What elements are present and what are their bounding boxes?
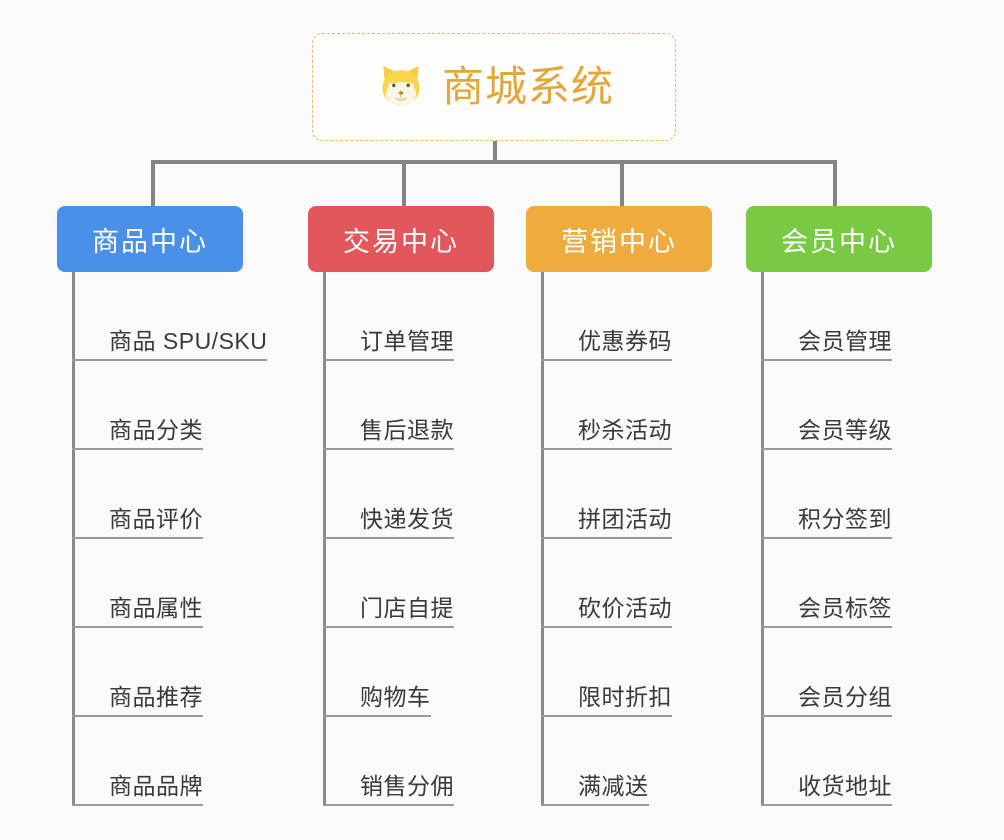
connector-drop-0: [151, 160, 155, 208]
leaf-underline: [323, 626, 454, 628]
leaf-list-2: 优惠券码 秒杀活动 拼团活动 砍价活动 限时折扣 满减送: [541, 272, 712, 806]
leaf-item[interactable]: 会员标签: [761, 539, 932, 628]
leaf-label: 会员管理: [798, 327, 892, 354]
leaf-item[interactable]: 购物车: [323, 628, 494, 717]
leaf-list-0: 商品 SPU/SKU 商品分类 商品评价 商品属性 商品推荐 商品品牌: [72, 272, 268, 806]
leaf-label: 销售分佣: [360, 772, 454, 799]
leaf-item[interactable]: 砍价活动: [541, 539, 712, 628]
leaf-label: 商品属性: [109, 594, 203, 621]
leaf-underline: [323, 359, 454, 361]
leaf-label: 会员分组: [798, 683, 892, 710]
leaf-label: 拼团活动: [578, 505, 672, 532]
category-label-1: 交易中心: [343, 226, 459, 257]
leaf-item[interactable]: 商品分类: [72, 361, 267, 450]
leaf-item[interactable]: 会员分组: [761, 628, 932, 717]
leaf-underline: [761, 359, 892, 361]
leaf-underline: [541, 804, 649, 806]
leaf-label: 秒杀活动: [578, 416, 672, 443]
leaf-underline: [541, 537, 672, 539]
leaf-item[interactable]: 商品属性: [72, 539, 267, 628]
category-node-1[interactable]: 交易中心: [308, 206, 494, 272]
leaf-underline: [761, 537, 892, 539]
leaf-item[interactable]: 拼团活动: [541, 450, 712, 539]
leaf-underline: [541, 715, 672, 717]
branch-column-0: 商品中心 商品 SPU/SKU 商品分类 商品评价 商品属性 商品推荐: [57, 206, 268, 806]
category-node-2[interactable]: 营销中心: [526, 206, 712, 272]
leaf-item[interactable]: 商品 SPU/SKU: [72, 272, 268, 361]
leaf-item[interactable]: 销售分佣: [323, 717, 494, 806]
leaf-item[interactable]: 商品评价: [72, 450, 267, 539]
leaf-underline: [72, 537, 203, 539]
leaf-underline: [541, 448, 672, 450]
leaf-label: 限时折扣: [578, 683, 672, 710]
leaf-item[interactable]: 订单管理: [323, 272, 494, 361]
category-label-3: 会员中心: [781, 226, 897, 257]
shiba-dog-face-icon: [382, 65, 420, 107]
leaf-label: 门店自提: [360, 594, 454, 621]
leaf-label: 满减送: [578, 772, 649, 799]
connector-root-stem: [493, 141, 497, 164]
branch-column-2: 营销中心 优惠券码 秒杀活动 拼团活动 砍价活动 限时折扣: [526, 206, 712, 806]
leaf-underline: [541, 359, 672, 361]
leaf-label: 会员等级: [798, 416, 892, 443]
leaf-underline: [323, 537, 454, 539]
leaf-underline: [72, 626, 203, 628]
leaf-underline: [761, 626, 892, 628]
connector-drop-1: [402, 160, 406, 208]
leaf-item[interactable]: 收货地址: [761, 717, 932, 806]
leaf-label: 会员标签: [798, 594, 892, 621]
leaf-list-3: 会员管理 会员等级 积分签到 会员标签 会员分组 收货地址: [761, 272, 932, 806]
leaf-underline: [323, 804, 454, 806]
leaf-label: 商品推荐: [109, 683, 203, 710]
category-label-0: 商品中心: [92, 226, 208, 257]
leaf-label: 商品 SPU/SKU: [109, 327, 268, 354]
leaf-underline: [72, 715, 203, 717]
leaf-underline: [761, 448, 892, 450]
leaf-underline: [323, 715, 431, 717]
leaf-underline: [541, 626, 672, 628]
leaf-label: 商品品牌: [109, 772, 203, 799]
leaf-item[interactable]: 限时折扣: [541, 628, 712, 717]
leaf-label: 优惠券码: [578, 327, 672, 354]
leaf-label: 收货地址: [798, 772, 892, 799]
leaf-label: 积分签到: [798, 505, 892, 532]
category-node-0[interactable]: 商品中心: [57, 206, 243, 272]
leaf-label: 商品分类: [109, 416, 203, 443]
leaf-item[interactable]: 会员管理: [761, 272, 932, 361]
leaf-item[interactable]: 门店自提: [323, 539, 494, 628]
leaf-underline: [323, 448, 454, 450]
branch-column-1: 交易中心 订单管理 售后退款 快递发货 门店自提 购物车: [308, 206, 494, 806]
category-label-2: 营销中心: [561, 226, 677, 257]
leaf-label: 售后退款: [360, 416, 454, 443]
branch-column-3: 会员中心 会员管理 会员等级 积分签到 会员标签 会员分组: [746, 206, 932, 806]
leaf-underline: [72, 804, 203, 806]
leaf-item[interactable]: 快递发货: [323, 450, 494, 539]
connector-drop-3: [833, 160, 837, 208]
leaf-item[interactable]: 积分签到: [761, 450, 932, 539]
leaf-label: 商品评价: [109, 505, 203, 532]
leaf-item[interactable]: 商品推荐: [72, 628, 267, 717]
leaf-item[interactable]: 满减送: [541, 717, 712, 806]
leaf-list-1: 订单管理 售后退款 快递发货 门店自提 购物车 销售分佣: [323, 272, 494, 806]
connector-horizontal-bar: [151, 160, 837, 164]
leaf-item[interactable]: 商品品牌: [72, 717, 267, 806]
leaf-label: 快递发货: [360, 505, 454, 532]
leaf-label: 购物车: [360, 683, 431, 710]
connector-drop-2: [620, 160, 624, 208]
leaf-underline: [72, 359, 268, 361]
leaf-label: 砍价活动: [578, 594, 672, 621]
leaf-item[interactable]: 会员等级: [761, 361, 932, 450]
root-node[interactable]: 商城系统: [312, 33, 676, 141]
category-node-3[interactable]: 会员中心: [746, 206, 932, 272]
leaf-item[interactable]: 售后退款: [323, 361, 494, 450]
leaf-underline: [761, 715, 892, 717]
leaf-label: 订单管理: [360, 327, 454, 354]
root-title: 商城系统: [441, 63, 614, 110]
leaf-underline: [72, 448, 203, 450]
leaf-item[interactable]: 优惠券码: [541, 272, 712, 361]
leaf-item[interactable]: 秒杀活动: [541, 361, 712, 450]
leaf-underline: [761, 804, 892, 806]
